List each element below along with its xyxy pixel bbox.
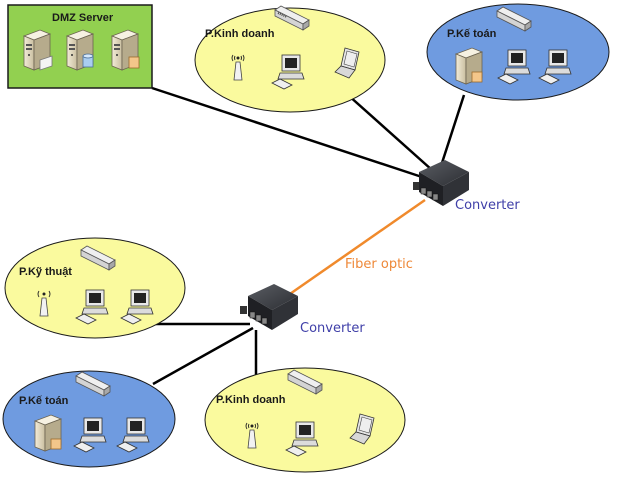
bottom-accounting-label: P.Kế toán: [19, 395, 69, 407]
technical-label: P.Kỹ thuật: [19, 266, 72, 278]
desktop-pc-icon: [271, 54, 305, 90]
server-icon: [454, 47, 484, 85]
database-server-icon: [65, 29, 95, 71]
link-top-sales-to-top-converter: [347, 94, 433, 171]
fiber-optic-link: [286, 198, 426, 298]
desktop-pc-icon: [538, 49, 572, 85]
top-converter: Converter: [413, 160, 520, 213]
top-converter-label: Converter: [455, 198, 520, 213]
link-top-accounting-to-top-converter: [439, 94, 466, 167]
switch-icon: [80, 245, 116, 271]
switch-icon: [496, 6, 532, 32]
top-sales-zone: P.Kinh doanh: [194, 5, 386, 113]
bottom-accounting-zone: P.Kế toán: [2, 370, 176, 468]
links: [151, 86, 466, 386]
switch-icon: [274, 5, 310, 31]
link-bottom-accounting-to-bottom-converter: [152, 326, 254, 386]
bottom-converter: Converter: [240, 284, 365, 336]
top-accounting-zone: P.Kế toán: [426, 3, 610, 101]
desktop-pc-icon: [285, 421, 319, 457]
desktop-pc-icon: [497, 49, 531, 85]
bottom-sales-zone: P.Kinh doanh: [204, 367, 406, 473]
server-icon: [33, 414, 63, 452]
file-server-icon: [110, 29, 140, 71]
wireless-ap-icon: [245, 422, 259, 449]
fiber-optic-label: Fiber optic: [345, 257, 413, 272]
bottom-sales-label: P.Kinh doanh: [216, 394, 286, 406]
media-converter-icon: [240, 284, 298, 330]
link-dmz-to-top-converter: [151, 86, 426, 180]
top-accounting-label: P.Kế toán: [447, 28, 497, 40]
switch-icon: [75, 371, 111, 397]
desktop-pc-icon: [116, 417, 150, 453]
laptop-icon: [349, 413, 375, 445]
top-sales-label: P.Kinh doanh: [205, 28, 275, 40]
bottom-converter-label: Converter: [300, 321, 365, 336]
switch-icon: [287, 369, 323, 395]
desktop-pc-icon: [73, 417, 107, 453]
wireless-ap-icon: [231, 54, 245, 81]
desktop-pc-icon: [75, 289, 109, 325]
media-converter-icon: [413, 160, 469, 206]
desktop-pc-icon: [120, 289, 154, 325]
dmz-zone: DMZ Server: [7, 4, 153, 89]
laptop-icon: [334, 47, 360, 79]
technical-zone: P.Kỹ thuật: [4, 237, 186, 339]
dmz-label: DMZ Server: [52, 12, 114, 24]
wireless-ap-icon: [37, 290, 51, 317]
server-icon: [22, 29, 53, 71]
